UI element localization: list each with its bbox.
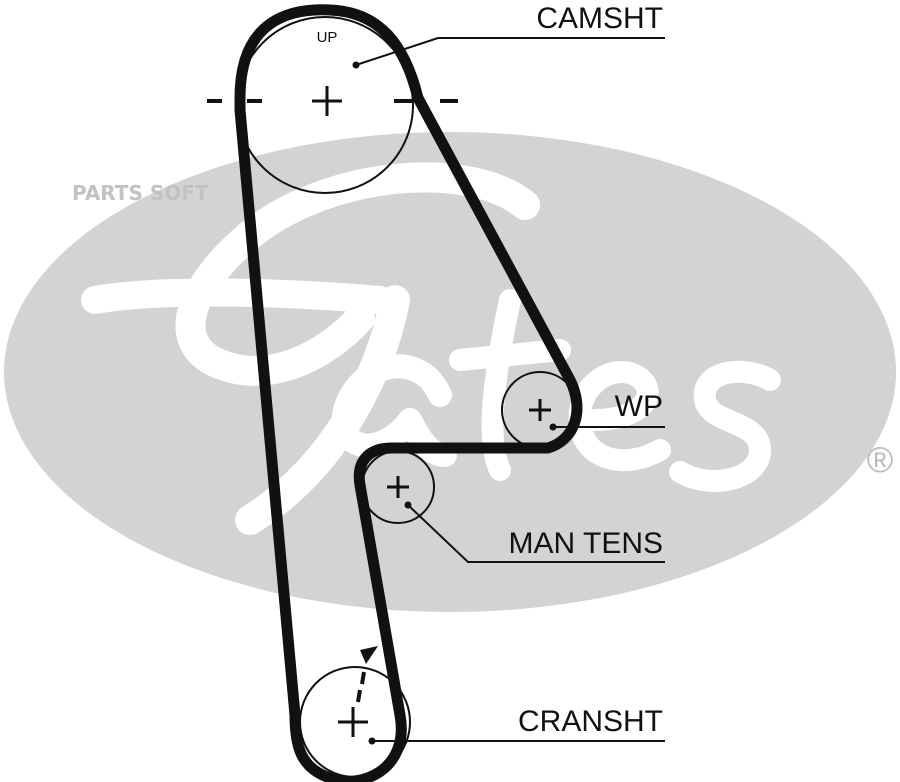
leader-lines bbox=[355, 37, 665, 742]
camshaft-label: CAMSHT bbox=[536, 2, 663, 35]
tensioner-leader bbox=[407, 504, 665, 563]
water-pump-center-icon bbox=[529, 399, 551, 421]
crankshaft-center-icon bbox=[338, 707, 368, 737]
timing-belt bbox=[234, 4, 583, 782]
leader-dots bbox=[352, 61, 557, 745]
crankshaft-timing-mark bbox=[356, 646, 378, 703]
timing-arrow-icon bbox=[360, 646, 378, 664]
crankshaft-label: CRANSHT bbox=[518, 705, 663, 738]
up-label: UP bbox=[317, 29, 338, 46]
center-marks bbox=[312, 86, 551, 737]
camshaft-leader bbox=[355, 37, 665, 66]
registered-mark: ® bbox=[867, 439, 894, 480]
manual-tensioner-label: MAN TENS bbox=[509, 527, 663, 560]
water-pump-label: WP bbox=[615, 390, 663, 423]
camshaft-center-icon bbox=[312, 86, 342, 116]
tensioner-center-icon bbox=[387, 476, 409, 498]
parts-soft-watermark: PARTS SOFT bbox=[72, 181, 209, 205]
